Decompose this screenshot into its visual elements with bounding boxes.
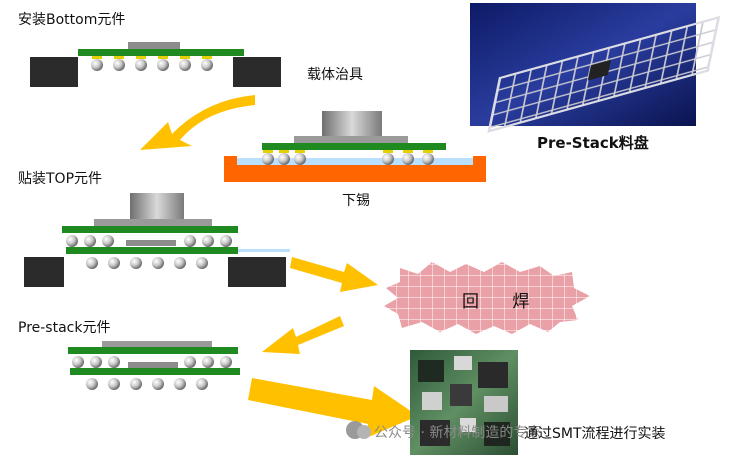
bottom-solder-balls xyxy=(91,59,213,71)
bottom-solder-pads xyxy=(92,56,212,59)
label-smt-process: 通过SMT流程进行实装 xyxy=(524,426,666,442)
prestack-mid-chip xyxy=(128,362,178,368)
arrow-to-board xyxy=(248,378,418,438)
top-pcb-lower xyxy=(66,247,238,254)
step1-bottom-assembly xyxy=(30,42,281,87)
label-solder-dip: 下锡 xyxy=(342,193,370,209)
top-mid-chip xyxy=(126,240,176,246)
watermark-icon xyxy=(346,421,371,439)
dip-pcb xyxy=(262,143,446,150)
label-mount-top: 贴装TOP元件 xyxy=(18,171,103,187)
prestack-pcb-upper xyxy=(68,347,238,354)
carrier-jig-left xyxy=(30,57,78,87)
arrow-to-reflow xyxy=(290,257,378,292)
curved-arrow xyxy=(140,95,255,150)
arrow-from-reflow xyxy=(262,316,344,354)
watermark-text: 公众号 · 新材料制造的专家 xyxy=(374,425,542,441)
top-flux-line xyxy=(238,249,290,252)
label-prestack-tray: Pre-Stack料盘 xyxy=(537,134,649,152)
dip-pads xyxy=(263,150,433,153)
step4-prestack xyxy=(68,341,240,390)
prestack-lower-balls xyxy=(86,378,208,390)
flux-layer xyxy=(237,158,473,165)
label-reflow: 回 焊 xyxy=(462,292,544,312)
label-mount-bottom: 安装Bottom元件 xyxy=(18,12,126,28)
step3-top-assembly xyxy=(24,193,290,287)
top-jig-left xyxy=(24,257,64,287)
label-prestack-components: Pre-stack元件 xyxy=(18,320,111,336)
top-upper-balls xyxy=(66,235,232,247)
top-chip-base xyxy=(94,219,212,226)
top-chip-body xyxy=(130,193,184,221)
step2-solder-dip xyxy=(224,111,486,182)
top-jig-right xyxy=(228,257,286,287)
prestack-upper-balls xyxy=(72,356,232,368)
carrier-jig-right xyxy=(233,57,281,87)
top-pcb-upper xyxy=(62,226,238,233)
bottom-pcb xyxy=(78,49,244,56)
dip-solder-balls xyxy=(262,153,434,165)
prestack-tray-photo xyxy=(470,3,721,133)
solder-bath xyxy=(224,156,486,182)
label-carrier-jig: 载体治具 xyxy=(307,67,363,83)
prestack-top-chip xyxy=(102,341,212,347)
dip-chip-top xyxy=(322,111,382,138)
bottom-chip xyxy=(128,42,180,49)
reflow-burst xyxy=(384,262,590,334)
top-lower-balls xyxy=(86,257,208,269)
smt-board-photo xyxy=(410,350,518,455)
dip-chip-base xyxy=(294,136,408,143)
prestack-pcb-lower xyxy=(70,368,240,375)
